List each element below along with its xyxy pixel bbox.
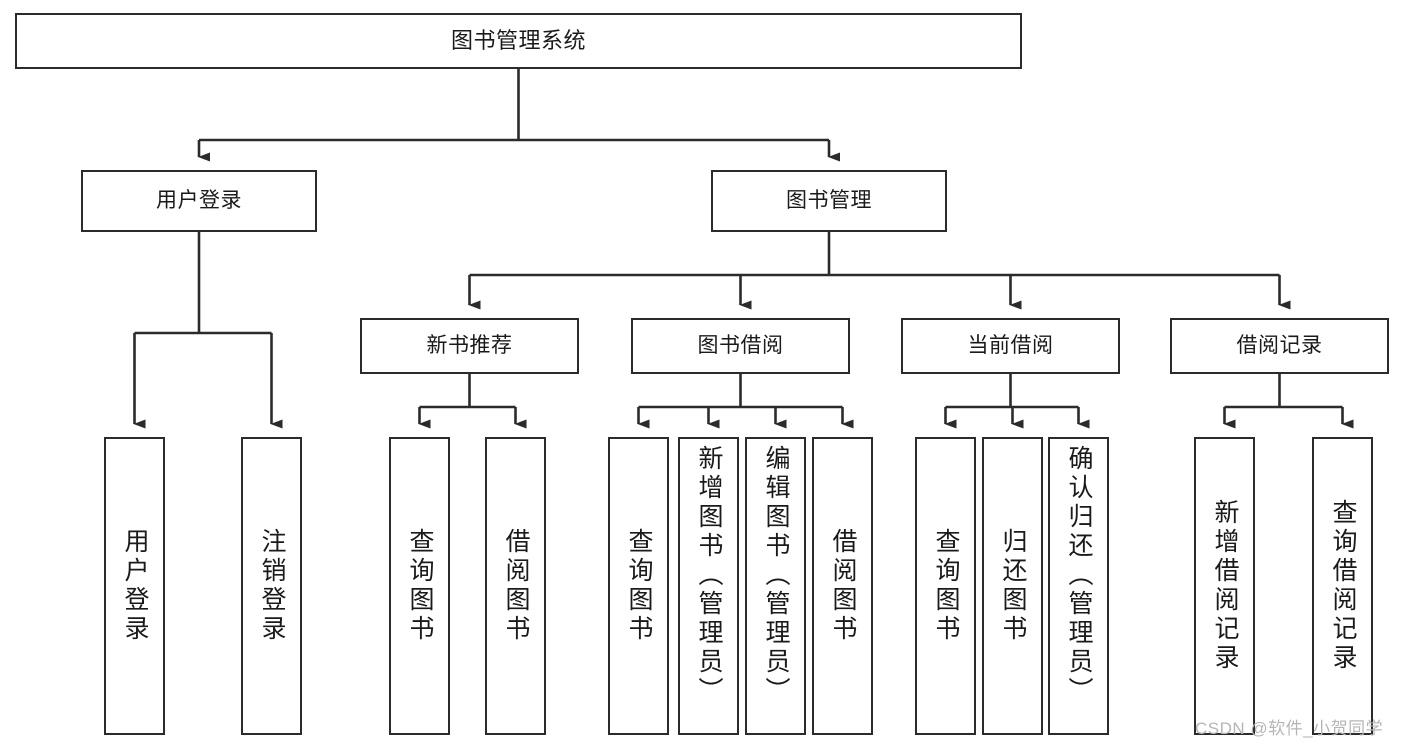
- node-leaf-borrow-book-1[interactable]: 借阅图书: [485, 437, 546, 735]
- node-label: 借阅记录: [1236, 333, 1323, 357]
- node-label: 新增图书（管理员）: [695, 445, 723, 706]
- node-label: 查询图书: [625, 528, 653, 644]
- node-leaf-query-book-2[interactable]: 查询图书: [608, 437, 669, 735]
- node-label: 用户登录: [156, 188, 242, 212]
- node-leaf-add-record[interactable]: 新增借阅记录: [1194, 437, 1255, 735]
- node-label: 注销登录: [258, 528, 286, 644]
- node-label: 借阅图书: [502, 528, 530, 644]
- node-root[interactable]: 图书管理系统: [15, 13, 1022, 69]
- node-borrow-record[interactable]: 借阅记录: [1170, 318, 1389, 374]
- node-label: 新书推荐: [426, 333, 513, 357]
- node-user-login[interactable]: 用户登录: [81, 170, 317, 232]
- node-leaf-query-record[interactable]: 查询借阅记录: [1312, 437, 1373, 735]
- node-label: 借阅图书: [829, 528, 857, 644]
- node-label: 确认归还（管理员）: [1065, 445, 1093, 706]
- node-leaf-logout[interactable]: 注销登录: [241, 437, 302, 735]
- watermark-label: CSDN @软件_小贺同学: [1195, 719, 1384, 738]
- node-leaf-query-book-3[interactable]: 查询图书: [915, 437, 976, 735]
- node-leaf-add-book[interactable]: 新增图书（管理员）: [678, 437, 739, 735]
- node-label: 当前借阅: [967, 333, 1054, 357]
- node-leaf-borrow-book-2[interactable]: 借阅图书: [812, 437, 873, 735]
- node-label: 图书管理: [786, 188, 872, 212]
- node-leaf-confirm-return[interactable]: 确认归还（管理员）: [1048, 437, 1109, 735]
- node-leaf-user-login[interactable]: 用户登录: [104, 437, 165, 735]
- node-book-manage[interactable]: 图书管理: [711, 170, 947, 232]
- node-new-book-rec[interactable]: 新书推荐: [360, 318, 579, 374]
- node-leaf-query-book-1[interactable]: 查询图书: [389, 437, 450, 735]
- node-leaf-edit-book[interactable]: 编辑图书（管理员）: [745, 437, 806, 735]
- node-label: 编辑图书（管理员）: [762, 445, 790, 706]
- node-label: 查询图书: [406, 528, 434, 644]
- node-label: 归还图书: [999, 528, 1027, 644]
- node-leaf-return-book[interactable]: 归还图书: [982, 437, 1043, 735]
- node-current-borrow[interactable]: 当前借阅: [901, 318, 1120, 374]
- node-label: 查询借阅记录: [1329, 499, 1357, 673]
- node-label: 用户登录: [121, 528, 149, 644]
- node-book-borrow[interactable]: 图书借阅: [631, 318, 850, 374]
- node-label: 查询图书: [932, 528, 960, 644]
- node-label: 新增借阅记录: [1211, 499, 1239, 673]
- node-label: 图书借阅: [697, 333, 784, 357]
- node-label: 图书管理系统: [450, 28, 586, 54]
